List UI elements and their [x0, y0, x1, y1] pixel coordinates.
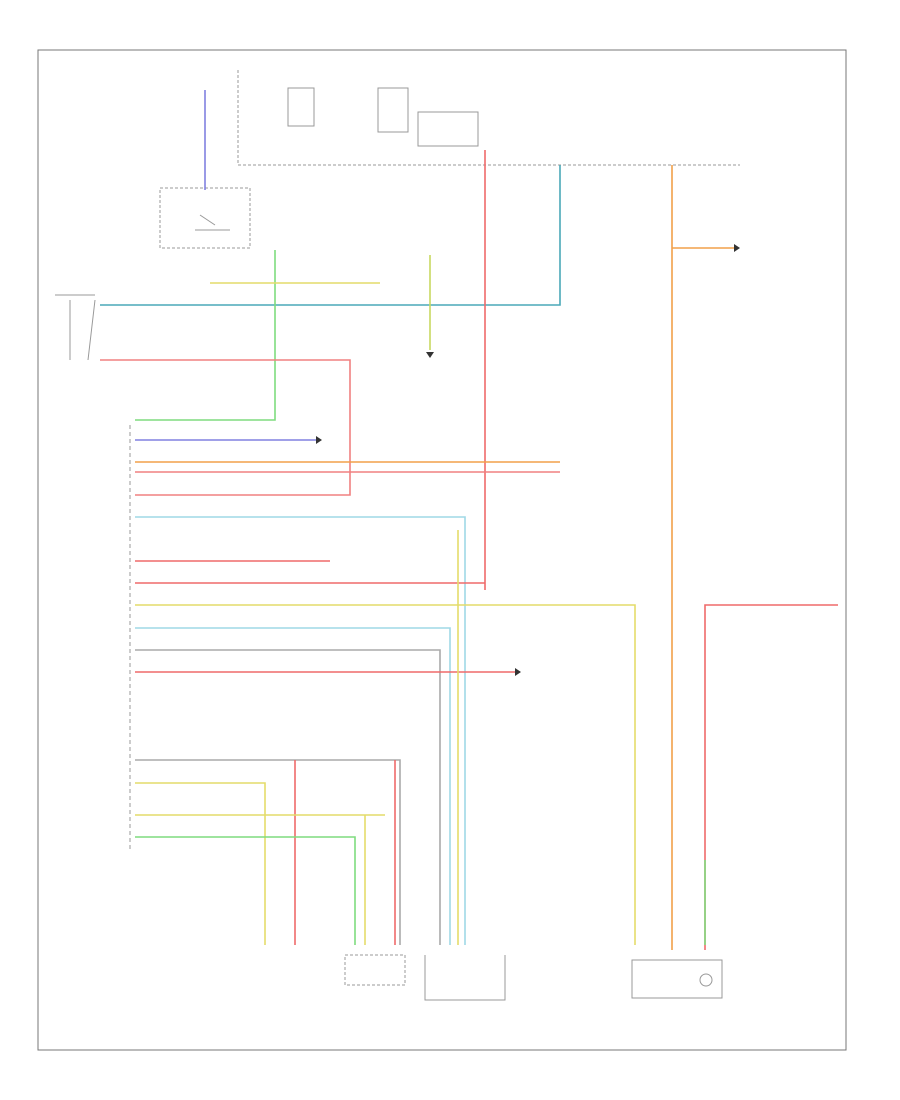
wire-green-lower: [135, 836, 356, 945]
ground-arrows: [316, 244, 740, 676]
wire-green: [135, 250, 276, 421]
wire-pink-loop: [100, 359, 351, 496]
fuse-symbol: [417, 111, 479, 147]
wire-gray-lower: [135, 759, 401, 945]
data-link-connector: [55, 294, 96, 361]
ground-arrow: [316, 436, 322, 444]
wire-light-blue-pcm-2: [135, 627, 451, 945]
ignition-switch-contacts: [195, 214, 230, 231]
ignition-switch-outline: [159, 187, 251, 249]
wires: [100, 90, 838, 950]
wire-gray-pcm: [135, 649, 441, 945]
wire-teal: [100, 165, 561, 306]
wire-red-brake: [704, 604, 838, 950]
data-link-connector-outline: [55, 294, 96, 361]
ground-arrow: [515, 668, 521, 676]
brake-switch-outline: [631, 959, 723, 999]
ground-arrow: [734, 244, 740, 252]
throttle-position-sensor-outline: [344, 954, 406, 986]
wire-yellow-lower: [135, 782, 266, 945]
top-fuses: [287, 87, 479, 147]
fuse-symbol: [377, 87, 409, 133]
bottom-components: [344, 954, 723, 1001]
wire-yellow-pcm: [135, 604, 636, 945]
wire-light-blue-pcm: [135, 516, 466, 945]
ignition-switch: [159, 187, 251, 249]
fuse-symbol: [287, 87, 315, 127]
diagram-border: [37, 49, 847, 1051]
junction-box-outline: [237, 70, 740, 166]
fuse-relay-box-outline: [424, 955, 506, 1001]
brake-switch-lamp: [699, 973, 713, 987]
ground-arrow: [426, 352, 434, 358]
